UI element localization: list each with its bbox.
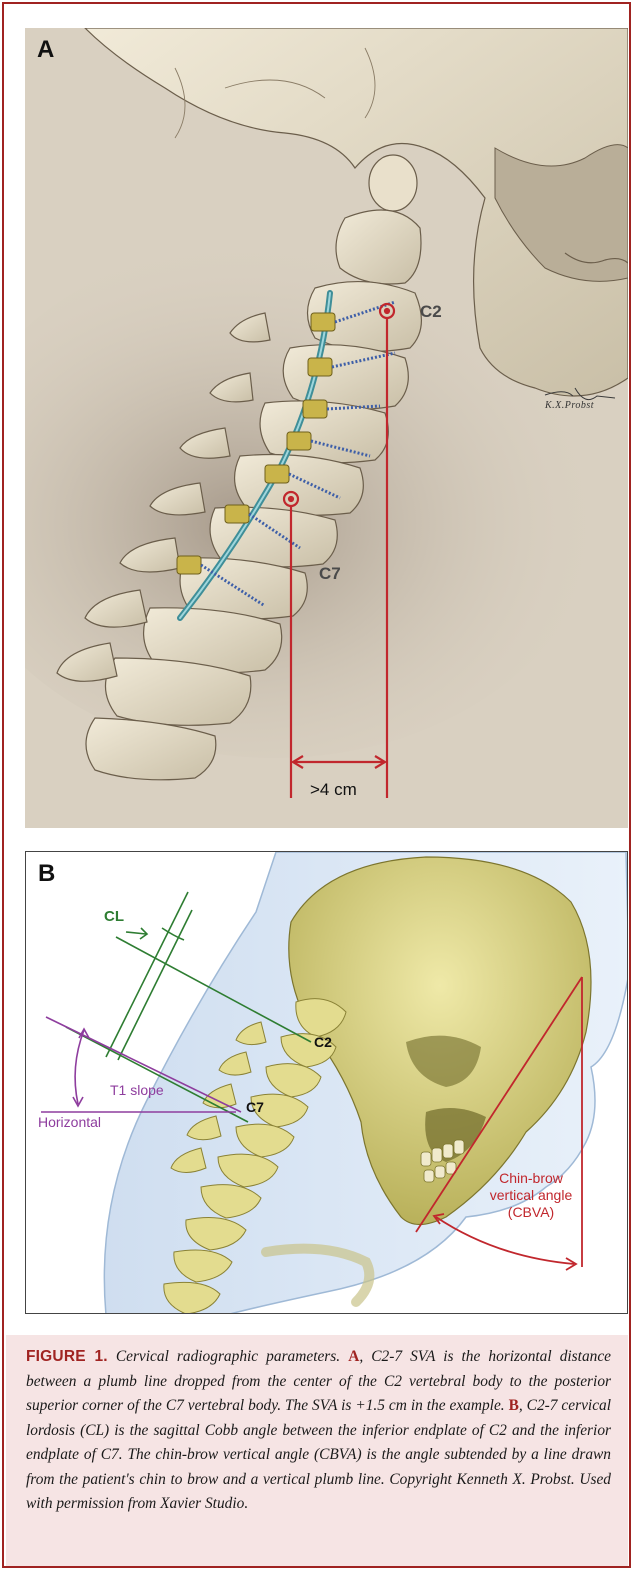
figure-caption: FIGURE 1. Cervical radiographic paramete… [26,1345,611,1517]
label-c2-b: C2 [314,1034,332,1050]
cbva-line-3: (CBVA) [466,1204,596,1221]
caption-text-1: Cervical radiographic parameters. [108,1348,348,1365]
mastoid [369,155,417,211]
caption-lead: FIGURE 1. [26,1348,108,1365]
label-horizontal: Horizontal [38,1114,101,1130]
label-c2: C2 [420,302,442,322]
caption-text-3: , C2-7 cervical lordosis (CL) is the sag… [26,1397,611,1512]
label-c7: C7 [319,564,341,584]
signature-text: K.X.Probst [545,400,594,411]
caption-ref-a: A [348,1348,359,1365]
cbva-line-2: vertical angle [466,1187,596,1204]
panel-a: A C2 C7 >4 cm K.X.Probst [25,28,628,828]
panel-b: B CL C2 C7 T1 slope Horizontal Chin-brow… [25,851,628,1314]
caption-ref-b: B [509,1397,519,1414]
panel-b-letter: B [38,860,55,888]
label-cbva: Chin-brow vertical angle (CBVA) [466,1170,596,1221]
distance-label: >4 cm [310,780,357,800]
panel-a-letter: A [37,36,54,64]
label-cl: CL [104,908,124,925]
cbva-line-1: Chin-brow [466,1170,596,1187]
label-t1-slope: T1 slope [110,1082,164,1098]
panel-a-illustration [25,28,628,828]
label-c7-b: C7 [246,1099,264,1115]
